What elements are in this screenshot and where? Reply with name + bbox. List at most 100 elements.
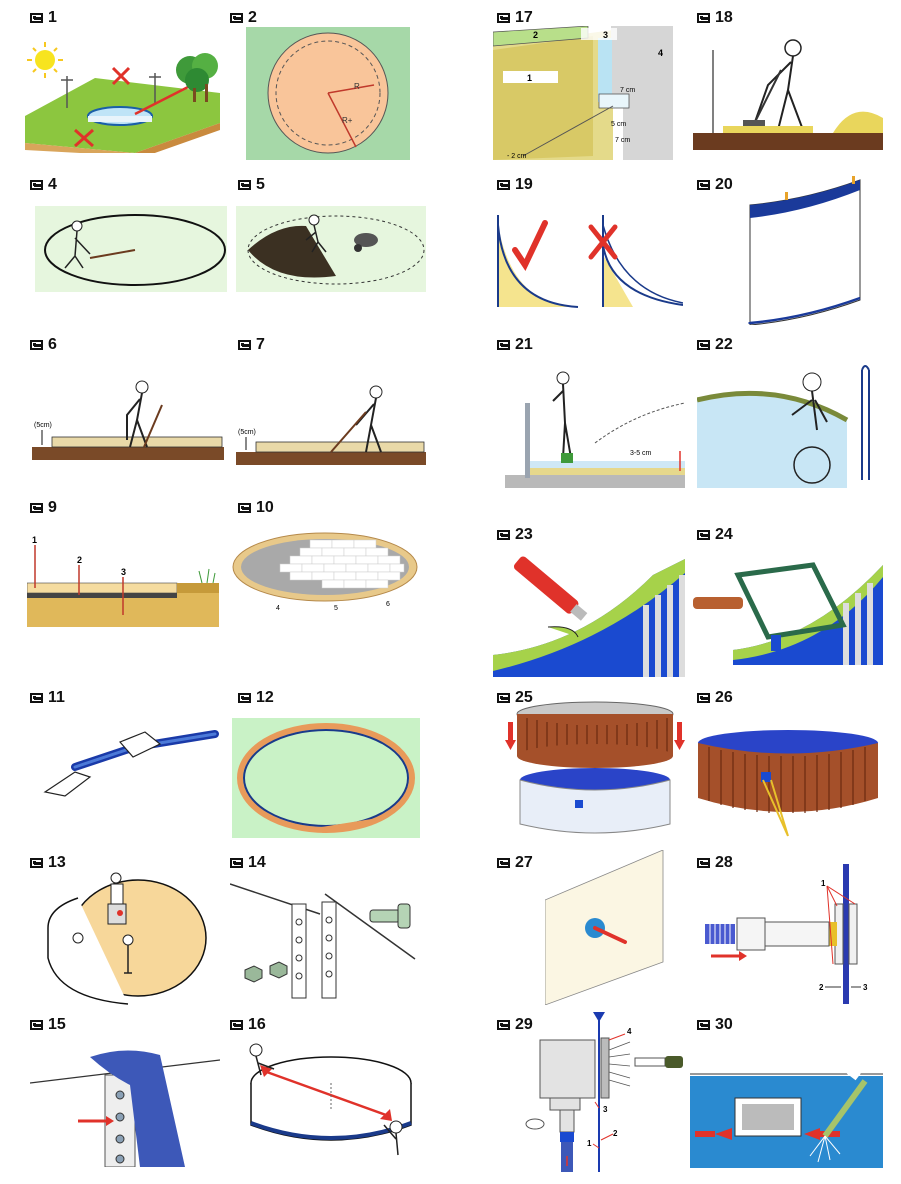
figure-label-15: 15 xyxy=(30,1017,66,1033)
figure-label-21: 21 xyxy=(497,337,533,353)
image-icon xyxy=(497,693,510,703)
figure-22-liner-installation xyxy=(697,360,882,488)
svg-text:3-5 cm: 3-5 cm xyxy=(630,450,652,457)
figure-label-20: 20 xyxy=(697,177,733,193)
figure-label-22: 22 xyxy=(697,337,733,353)
image-icon xyxy=(697,693,710,703)
figure-30-skimmer-test xyxy=(690,1036,883,1168)
image-icon xyxy=(697,530,710,540)
figure-23-cutting-liner xyxy=(493,545,685,677)
figure-17-cross-section: 1 2 3 4 7 cm 5 cm 7 cm - 2 cm xyxy=(493,26,673,160)
figure-label-2: 2 xyxy=(230,10,257,26)
figure-10-floor-tiles: 4 5 6 xyxy=(230,530,420,615)
figure-label-18: 18 xyxy=(697,10,733,26)
figure-29-skimmer-mounting: 4 3 2 1 xyxy=(515,1012,685,1172)
figure-26-skimmer-cutout xyxy=(693,728,883,840)
image-icon xyxy=(230,13,243,23)
figure-24-clamp xyxy=(693,545,883,665)
figure-28-return-fitting: 1 2 3 xyxy=(705,864,885,1004)
image-icon xyxy=(697,1020,710,1030)
svg-text:2: 2 xyxy=(77,555,82,565)
svg-text:- 2 cm: - 2 cm xyxy=(507,153,527,160)
figure-2-circle-layout: R R+ xyxy=(246,27,410,160)
image-icon xyxy=(238,693,251,703)
svg-text:1: 1 xyxy=(821,879,826,888)
image-icon xyxy=(697,13,710,23)
figure-label-24: 24 xyxy=(697,527,733,543)
svg-text:3: 3 xyxy=(863,983,868,992)
figure-1-site-selection xyxy=(25,38,220,153)
image-icon xyxy=(230,1020,243,1030)
figure-19-cove-correct-incorrect xyxy=(493,195,683,310)
svg-text:(5cm): (5cm) xyxy=(238,429,256,436)
figure-label-23: 23 xyxy=(497,527,533,543)
image-icon xyxy=(30,503,43,513)
figure-20-wall-panel xyxy=(745,170,865,325)
figure-label-6: 6 xyxy=(30,337,57,353)
svg-text:(5cm): (5cm) xyxy=(34,422,52,429)
image-icon xyxy=(697,858,710,868)
svg-text:2: 2 xyxy=(819,983,824,992)
figure-label-4: 4 xyxy=(30,177,57,193)
image-icon xyxy=(238,503,251,513)
figure-15-top-rail xyxy=(30,1045,220,1167)
figure-5-removing-turf xyxy=(236,206,426,292)
image-icon xyxy=(697,340,710,350)
svg-text:7 cm: 7 cm xyxy=(615,137,630,144)
image-icon xyxy=(30,1020,43,1030)
svg-text:2: 2 xyxy=(533,30,538,40)
image-icon xyxy=(497,180,510,190)
figure-label-26: 26 xyxy=(697,690,733,706)
figure-label-19: 19 xyxy=(497,177,533,193)
figure-label-12: 12 xyxy=(238,690,274,706)
svg-text:2: 2 xyxy=(613,1129,618,1138)
radius-plus-label: R+ xyxy=(342,116,353,125)
image-icon xyxy=(30,693,43,703)
image-icon xyxy=(238,180,251,190)
svg-text:3: 3 xyxy=(603,30,608,40)
image-icon xyxy=(30,180,43,190)
figure-label-17: 17 xyxy=(497,10,533,26)
svg-text:4: 4 xyxy=(627,1027,632,1036)
figure-27-wall-hole xyxy=(545,850,665,1005)
image-icon xyxy=(497,858,510,868)
figure-13-unrolling-wall xyxy=(38,868,208,1006)
svg-text:3: 3 xyxy=(603,1105,608,1114)
image-icon xyxy=(230,858,243,868)
figure-12-base-rail-ring xyxy=(232,718,420,838)
figure-label-28: 28 xyxy=(697,855,733,871)
radius-label: R xyxy=(354,82,360,91)
svg-text:1: 1 xyxy=(527,73,532,83)
figure-21-filling-water: 3-5 cm xyxy=(505,363,685,488)
figure-16-measuring-diameter xyxy=(236,1035,426,1165)
figure-4-marking-circle xyxy=(35,206,227,292)
figure-label-25: 25 xyxy=(497,690,533,706)
image-icon xyxy=(497,530,510,540)
svg-text:3: 3 xyxy=(121,567,126,577)
figure-label-27: 27 xyxy=(497,855,533,871)
svg-text:4: 4 xyxy=(658,48,663,58)
image-icon xyxy=(238,340,251,350)
figure-14-wall-bolting xyxy=(230,874,420,1000)
svg-text:1: 1 xyxy=(587,1139,592,1148)
figure-label-9: 9 xyxy=(30,500,57,516)
image-icon xyxy=(697,180,710,190)
figure-label-14: 14 xyxy=(230,855,266,871)
image-icon xyxy=(30,858,43,868)
figure-label-29: 29 xyxy=(497,1017,533,1033)
figure-25-wall-cover xyxy=(505,700,685,840)
figure-label-5: 5 xyxy=(238,177,265,193)
figure-9-layer-section: 1 2 3 xyxy=(27,533,219,627)
svg-text:5: 5 xyxy=(334,605,338,612)
figure-label-11: 11 xyxy=(30,690,65,706)
figure-label-10: 10 xyxy=(238,500,274,516)
image-icon xyxy=(30,13,43,23)
image-icon xyxy=(497,1020,510,1030)
image-icon xyxy=(30,340,43,350)
figure-18-leveling xyxy=(693,30,883,150)
figure-6-ground-leveling: (5cm) xyxy=(32,375,224,460)
svg-text:1: 1 xyxy=(32,535,37,545)
svg-text:5 cm: 5 cm xyxy=(611,121,626,128)
sun-icon xyxy=(27,42,63,78)
figure-label-30: 30 xyxy=(697,1017,733,1033)
